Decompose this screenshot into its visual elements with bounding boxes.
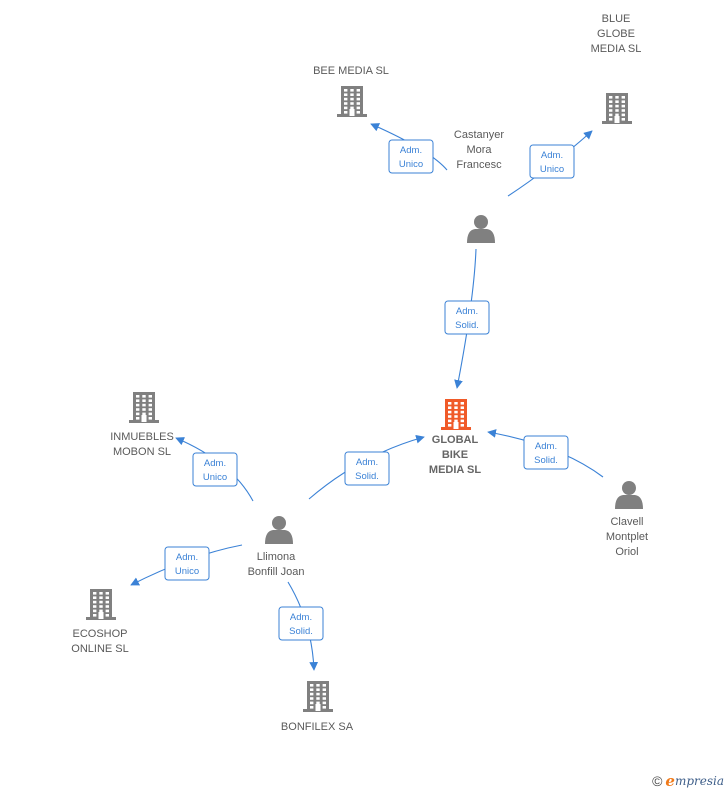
person-icon <box>265 516 293 544</box>
role-label: Adm. <box>204 458 226 469</box>
role-label: Unico <box>399 159 423 170</box>
role-label: Adm. <box>541 150 563 161</box>
node-label: Mora <box>466 144 492 156</box>
copyright-symbol: © <box>652 773 663 789</box>
node-label: MEDIA SL <box>591 43 642 55</box>
role-label: Adm. <box>400 145 422 156</box>
brand-logo-text: mpresia <box>674 774 724 788</box>
role-label: Solid. <box>534 455 558 466</box>
node-global-bike-media[interactable]: GLOBAL BIKE MEDIA SL <box>429 399 481 476</box>
role-label: Solid. <box>455 320 479 331</box>
node-label: BONFILEX SA <box>281 721 354 733</box>
node-label: Castanyer <box>454 129 504 141</box>
building-icon <box>602 93 632 124</box>
role-badge[interactable] <box>529 144 575 179</box>
role-label: Unico <box>203 472 227 483</box>
role-label: Adm. <box>356 457 378 468</box>
node-label: GLOBE <box>597 28 635 40</box>
person-icon <box>467 215 495 243</box>
role-label: Adm. <box>176 552 198 563</box>
node-label: BLUE <box>602 13 631 25</box>
role-badge[interactable] <box>388 139 434 174</box>
brand-logo-initial: e <box>665 772 675 790</box>
node-bonfilex[interactable]: BONFILEX SA <box>281 681 354 733</box>
node-label: Francesc <box>456 159 502 171</box>
relationship-edge: Adm. Unico <box>507 130 593 197</box>
building-icon <box>129 392 159 423</box>
role-badge[interactable] <box>344 451 390 486</box>
person-icon <box>615 481 643 509</box>
node-label: Oriol <box>615 546 638 558</box>
node-label: MEDIA SL <box>429 464 481 476</box>
role-label: Adm. <box>456 306 478 317</box>
relationship-edge: Adm. Solid. <box>444 248 490 389</box>
building-icon <box>337 86 367 117</box>
edges-layer: Adm.UnicoAdm.UnicoAdm.Solid.Adm.Solid.Ad… <box>130 123 604 671</box>
relationship-edge: Adm. Unico <box>130 544 243 586</box>
node-label: MOBON SL <box>113 446 171 458</box>
role-label: Unico <box>540 164 564 175</box>
node-label: ONLINE SL <box>71 643 128 655</box>
role-label: Solid. <box>355 471 379 482</box>
relationship-edge: Adm. Solid. <box>278 581 324 671</box>
node-inmuebles-mobon[interactable]: INMUEBLES MOBON SL <box>110 392 174 458</box>
node-label: Bonfill Joan <box>248 566 305 578</box>
node-label: ECOSHOP <box>72 628 127 640</box>
node-bee-media[interactable]: BEE MEDIA SL <box>313 65 389 117</box>
node-label: BEE MEDIA SL <box>313 65 389 77</box>
node-label: Clavell <box>610 516 643 528</box>
relationship-edge: Adm. Unico <box>370 123 448 174</box>
relationship-edge: Adm. Solid. <box>308 434 425 500</box>
role-badge[interactable] <box>523 435 569 470</box>
node-ecoshop-online[interactable]: ECOSHOP ONLINE SL <box>71 589 129 655</box>
relationship-edge: Adm. Solid. <box>487 429 604 478</box>
node-blue-globe-media[interactable]: BLUE GLOBE MEDIA SL <box>591 13 642 124</box>
node-label: BIKE <box>442 449 468 461</box>
node-label: INMUEBLES <box>110 431 174 443</box>
node-label: GLOBAL <box>432 434 479 446</box>
role-label: Solid. <box>289 626 313 637</box>
role-badge[interactable] <box>192 452 238 487</box>
building-icon <box>86 589 116 620</box>
role-badge[interactable] <box>444 300 490 335</box>
role-badge[interactable] <box>164 546 210 581</box>
role-label: Adm. <box>535 441 557 452</box>
building-icon <box>303 681 333 712</box>
role-label: Adm. <box>290 612 312 623</box>
nodes-layer: GLOBAL BIKE MEDIA SL BEE MEDIA SL BLUE GLOBE M… <box>71 13 648 733</box>
role-label: Unico <box>175 566 199 577</box>
building-icon <box>441 399 471 430</box>
node-label: Llimona <box>257 551 296 563</box>
relationship-edge: Adm. Unico <box>175 437 254 502</box>
node-label: Montplet <box>606 531 648 543</box>
role-badge[interactable] <box>278 606 324 641</box>
